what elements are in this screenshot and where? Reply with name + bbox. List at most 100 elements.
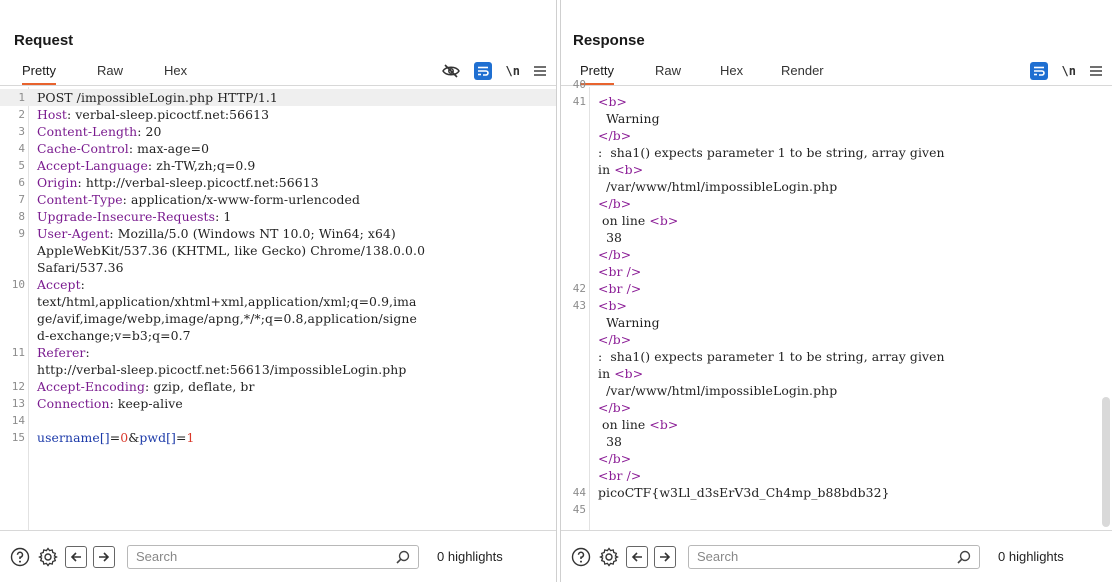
response-title: Response: [573, 32, 645, 49]
response-newline-toggle[interactable]: \n: [1061, 64, 1076, 78]
gear-icon: [38, 546, 58, 567]
code-token: username[]: [37, 430, 110, 445]
code-text: Warning: [598, 315, 660, 330]
hamburger-menu-icon: [534, 66, 546, 76]
code-token: : zh-TW,zh;q=0.9: [147, 158, 256, 173]
code-token: text/html,application/xhtml+xml,applicat…: [37, 294, 417, 309]
arrow-left-icon: [70, 551, 81, 562]
request-settings-button[interactable]: [37, 546, 59, 568]
line-number: 43: [572, 299, 586, 312]
code-token: Upgrade-Insecure-Requests: [37, 209, 216, 224]
hide-nonprintable-button[interactable]: [441, 64, 460, 78]
response-help-button[interactable]: [570, 546, 592, 568]
code-token: Accept-Encoding: [37, 379, 145, 394]
code-token: : application/x-www-form-urlencoded: [122, 192, 360, 207]
response-toolbar: \n: [1029, 58, 1102, 84]
code-line: </b>: [561, 246, 1112, 263]
response-search-input[interactable]: [697, 549, 971, 564]
request-help-button[interactable]: [9, 546, 31, 568]
code-token: :: [80, 277, 85, 292]
request-search-input[interactable]: [136, 549, 410, 564]
code-token: <b>: [598, 94, 627, 109]
code-text: on line <b>: [598, 417, 678, 432]
response-editor[interactable]: 40 41<b> Warning</b>: sha1() expects par…: [561, 78, 1112, 530]
search-icon[interactable]: [957, 550, 971, 569]
request-gutter: [0, 87, 29, 530]
code-token: 38: [598, 434, 623, 449]
request-highlights-count: 0 highlights: [437, 549, 503, 564]
code-line: Warning: [561, 110, 1112, 127]
code-token: : Mozilla/5.0 (Windows NT 10.0; Win64; x…: [109, 226, 396, 241]
code-line: on line <b>: [561, 212, 1112, 229]
help-icon: [571, 547, 591, 566]
request-tab-hex[interactable]: Hex: [164, 63, 188, 78]
arrow-right-icon: [660, 551, 671, 562]
line-number: 3: [18, 125, 25, 138]
response-scrollbar-thumb[interactable]: [1102, 397, 1110, 527]
code-text: </b>: [598, 247, 631, 262]
code-token: Host: [37, 107, 68, 122]
code-text: </b>: [598, 128, 631, 143]
code-line: </b>: [561, 195, 1112, 212]
response-wrap-lines-button[interactable]: [1029, 62, 1048, 80]
request-previous-button[interactable]: [65, 545, 87, 568]
response-tab-pretty[interactable]: Pretty: [580, 63, 614, 85]
code-token: Accept-Language: [37, 158, 148, 173]
code-line: </b>: [561, 127, 1112, 144]
request-menu-button[interactable]: [534, 66, 546, 76]
response-settings-button[interactable]: [598, 546, 620, 568]
code-token: </b>: [598, 332, 632, 347]
code-text: <br />: [598, 281, 641, 296]
code-token: Referer: [37, 345, 86, 360]
code-line: 14: [0, 412, 556, 429]
code-token: on line: [598, 417, 650, 432]
request-title: Request: [14, 32, 74, 49]
code-line: 38: [561, 229, 1112, 246]
search-icon[interactable]: [396, 550, 410, 569]
response-next-button[interactable]: [654, 545, 676, 568]
partial-line: 40: [561, 76, 1112, 93]
code-token: <b>: [598, 298, 627, 313]
code-token: pwd[]: [139, 430, 176, 445]
response-tab-raw[interactable]: Raw: [655, 63, 682, 78]
eye-slash-icon: [441, 64, 460, 78]
code-token: User-Agent: [37, 226, 110, 241]
code-text: AppleWebKit/537.36 (KHTML, like Gecko) C…: [37, 243, 425, 258]
code-token: Safari/537.36: [37, 260, 124, 275]
arrow-left-icon: [631, 551, 642, 562]
code-token: </b>: [598, 196, 632, 211]
code-token: : 1: [215, 209, 232, 224]
gear-icon: [599, 546, 619, 567]
request-tab-pretty[interactable]: Pretty: [22, 63, 56, 85]
response-footer: 0 highlights: [561, 530, 1112, 582]
code-text: Connection: keep-alive: [37, 396, 183, 411]
response-tab-hex[interactable]: Hex: [720, 63, 744, 78]
code-text: in <b>: [598, 162, 643, 177]
code-text: /var/www/html/impossibleLogin.php: [598, 383, 837, 398]
line-number: 2: [18, 108, 25, 121]
code-text: 38: [598, 434, 622, 449]
arrow-right-icon: [99, 551, 110, 562]
response-menu-button[interactable]: [1090, 66, 1102, 76]
line-number: 13: [11, 397, 25, 410]
request-next-button[interactable]: [93, 545, 115, 568]
code-text: <br />: [598, 468, 641, 483]
code-line: </b>: [561, 450, 1112, 467]
request-wrap-lines-button[interactable]: [473, 62, 492, 80]
line-number: 10: [11, 278, 25, 291]
code-text: ge/avif,image/webp,image/apng,*/*;q=0.8,…: [37, 311, 417, 326]
response-previous-button[interactable]: [626, 545, 648, 568]
response-tab-render[interactable]: Render: [781, 63, 824, 78]
code-token: Connection: [37, 396, 110, 411]
request-tab-raw[interactable]: Raw: [97, 63, 124, 78]
request-newline-toggle[interactable]: \n: [505, 64, 520, 78]
